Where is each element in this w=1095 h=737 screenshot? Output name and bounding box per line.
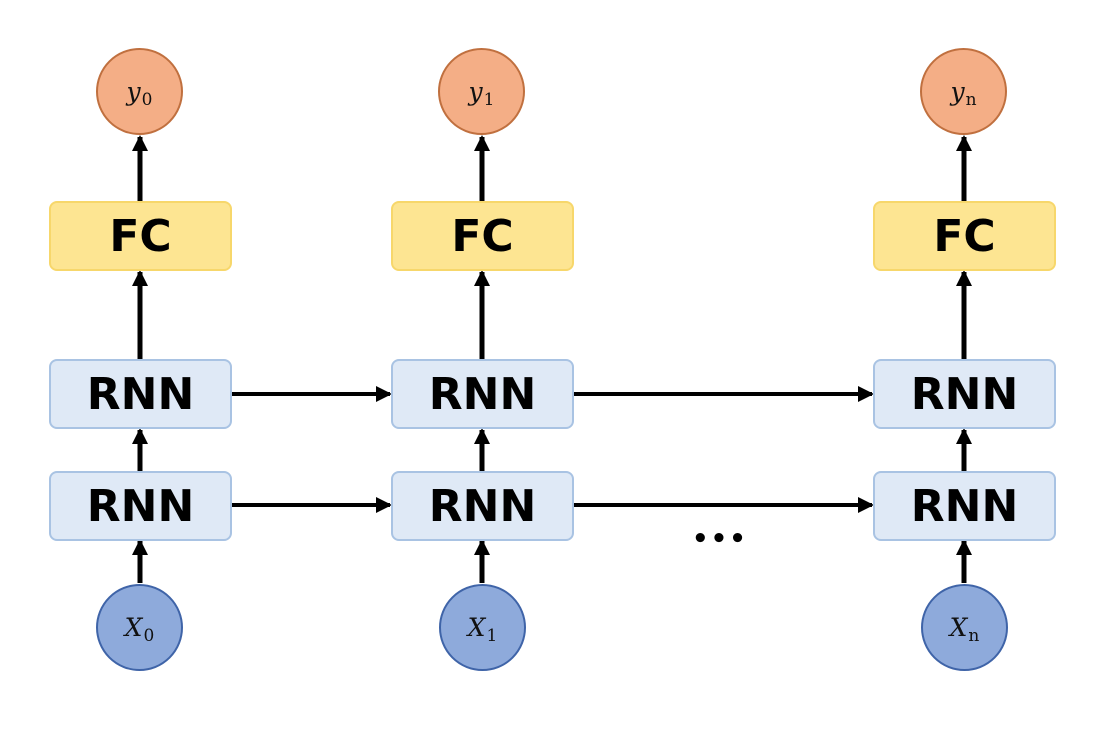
rnn-top-box-1: RNN: [391, 359, 574, 429]
fc-box-1: FC: [391, 201, 574, 271]
rnn-top-label-n: RNN: [910, 368, 1019, 420]
input-subscript-1: 1: [486, 625, 498, 646]
output-symbol-0: y: [126, 77, 141, 106]
input-symbol-n: X: [949, 613, 968, 642]
input-subscript-n: n: [968, 625, 980, 646]
rnn-bottom-label-n: RNN: [910, 480, 1019, 532]
rnn-top-label-1: RNN: [428, 368, 537, 420]
rnn-top-label-0: RNN: [86, 368, 195, 420]
fc-label-1: FC: [451, 210, 514, 262]
ellipsis: •••: [692, 524, 748, 554]
rnn-bottom-box-1: RNN: [391, 471, 574, 541]
input-symbol-1: X: [467, 613, 486, 642]
output-symbol-n: y: [950, 77, 965, 106]
fc-box-n: FC: [873, 201, 1056, 271]
output-subscript-0: 0: [141, 89, 153, 110]
input-symbol-0: X: [124, 613, 143, 642]
rnn-top-box-n: RNN: [873, 359, 1056, 429]
input-subscript-0: 0: [143, 625, 155, 646]
fc-label-n: FC: [933, 210, 996, 262]
fc-box-0: FC: [49, 201, 232, 271]
rnn-bottom-box-0: RNN: [49, 471, 232, 541]
rnn-bottom-label-0: RNN: [86, 480, 195, 532]
fc-label-0: FC: [109, 210, 172, 262]
output-subscript-1: 1: [483, 89, 495, 110]
output-subscript-n: n: [965, 89, 977, 110]
rnn-bottom-label-1: RNN: [428, 480, 537, 532]
output-symbol-1: y: [468, 77, 483, 106]
rnn-top-box-0: RNN: [49, 359, 232, 429]
rnn-bottom-box-n: RNN: [873, 471, 1056, 541]
